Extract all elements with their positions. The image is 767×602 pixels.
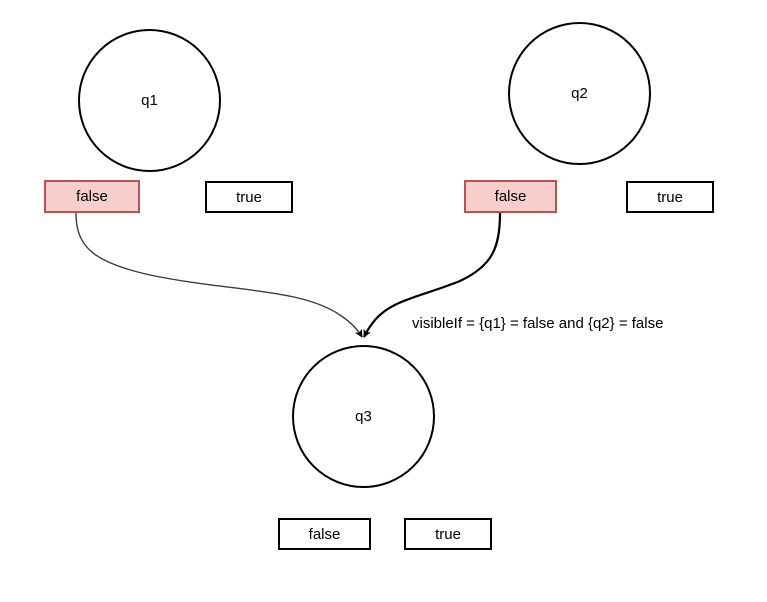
node-q3-label: q3	[355, 408, 372, 425]
option-q2-true[interactable]: true	[626, 181, 714, 213]
option-q1-false-label: false	[76, 188, 108, 205]
option-q3-false[interactable]: false	[278, 518, 371, 550]
node-q2[interactable]: q2	[508, 22, 651, 165]
option-q3-true-label: true	[435, 525, 461, 543]
option-q3-true[interactable]: true	[404, 518, 492, 550]
option-q1-true[interactable]: true	[205, 181, 293, 213]
option-q3-false-label: false	[308, 525, 341, 543]
node-q1-label: q1	[141, 92, 158, 109]
node-q1[interactable]: q1	[78, 29, 221, 172]
edge-visible-if-label: visibleIf = {q1} = false and {q2} = fals…	[412, 315, 664, 332]
option-q1-false[interactable]: false	[44, 180, 140, 213]
option-q2-false-label: false	[494, 188, 527, 205]
option-q2-false[interactable]: false	[464, 180, 557, 213]
option-q2-true-label: true	[657, 188, 683, 206]
node-q3[interactable]: q3	[292, 345, 435, 488]
option-q1-true-label: true	[236, 188, 262, 206]
edge-q1false-to-q3	[75, 212, 363, 338]
node-q2-label: q2	[571, 85, 588, 102]
